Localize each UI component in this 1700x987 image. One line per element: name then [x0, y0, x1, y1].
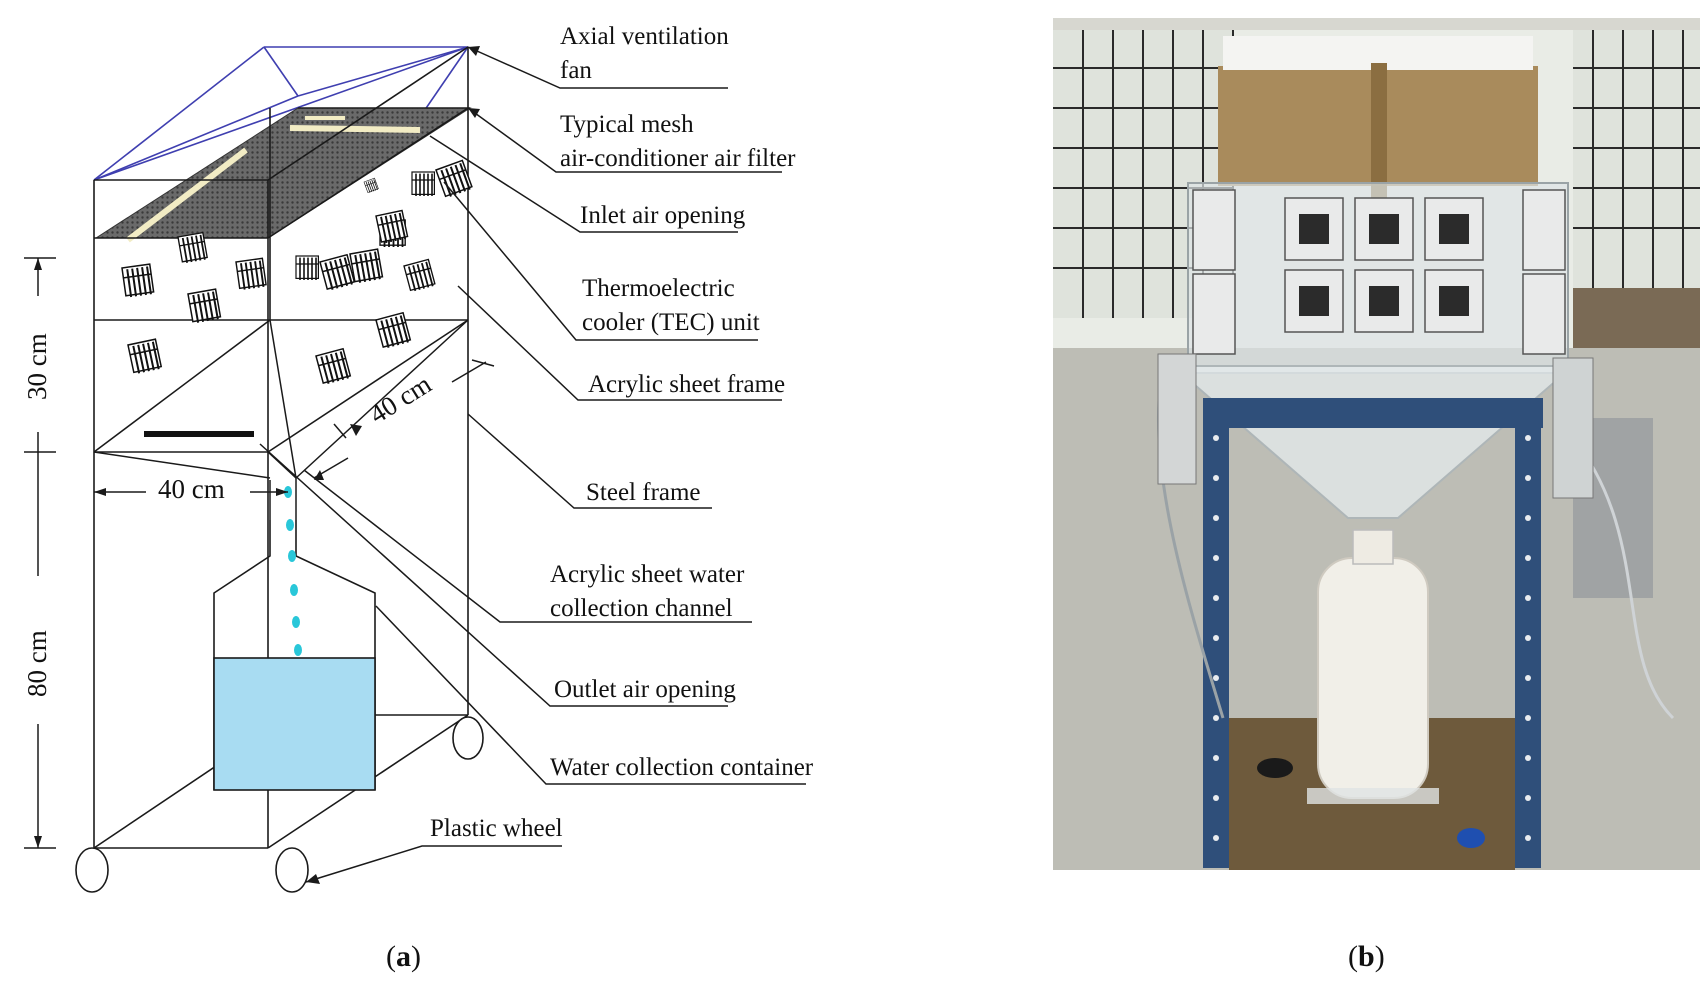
arrow-head-filter [468, 108, 480, 118]
arrow-head-wheel [306, 874, 320, 884]
leader-lines [259, 46, 806, 883]
label-acrylic-frame: Acrylic sheet frame [588, 371, 786, 398]
window-grille [1053, 18, 1700, 318]
arrow-head-right [276, 488, 288, 496]
axial-fan-outline [93, 46, 469, 181]
dim-width: 40 cm [158, 474, 225, 504]
photo-water-jug [1317, 557, 1429, 799]
label-mesh-filter: Typical mesh air-conditioner air filter [560, 111, 796, 172]
caption-a: (a) [386, 940, 421, 973]
label-tec: Thermoelectric cooler (TEC) unit [582, 275, 760, 336]
filter-bar-left [126, 147, 248, 243]
label-inlet: Inlet air opening [580, 202, 746, 229]
label-axial-fan: Axial ventilation fan [560, 23, 729, 84]
dim-lower-height: 80 cm [22, 630, 52, 697]
water-droplets [284, 486, 302, 656]
water-collection-container [213, 657, 376, 791]
label-wheel: Plastic wheel [430, 815, 563, 842]
arrow-head-down [34, 836, 42, 848]
arrow-head-up [34, 258, 42, 270]
arrow-head-diag [350, 424, 362, 436]
photo-tec-cores [1299, 214, 1469, 316]
label-collection-channel: Acrylic sheet water collection channel [550, 561, 745, 622]
caption-b: (b) [1348, 940, 1385, 973]
plastic-wheels [75, 716, 484, 893]
label-outlet: Outlet air opening [554, 676, 736, 703]
device-photo [1053, 18, 1700, 870]
label-container: Water collection container [550, 754, 814, 781]
filter-bar-top [289, 125, 421, 133]
label-steel-frame: Steel frame [586, 479, 701, 506]
collection-funnel [93, 319, 469, 520]
schematic-diagram [24, 46, 806, 893]
arrow-head-diag-2 [314, 470, 324, 480]
arrow-head-left [94, 488, 106, 496]
arrow-head-fan [468, 46, 480, 56]
photo-tec-modules [1192, 189, 1566, 355]
dim-upper-height: 30 cm [22, 333, 52, 400]
photo-steel-frame [1203, 398, 1543, 868]
